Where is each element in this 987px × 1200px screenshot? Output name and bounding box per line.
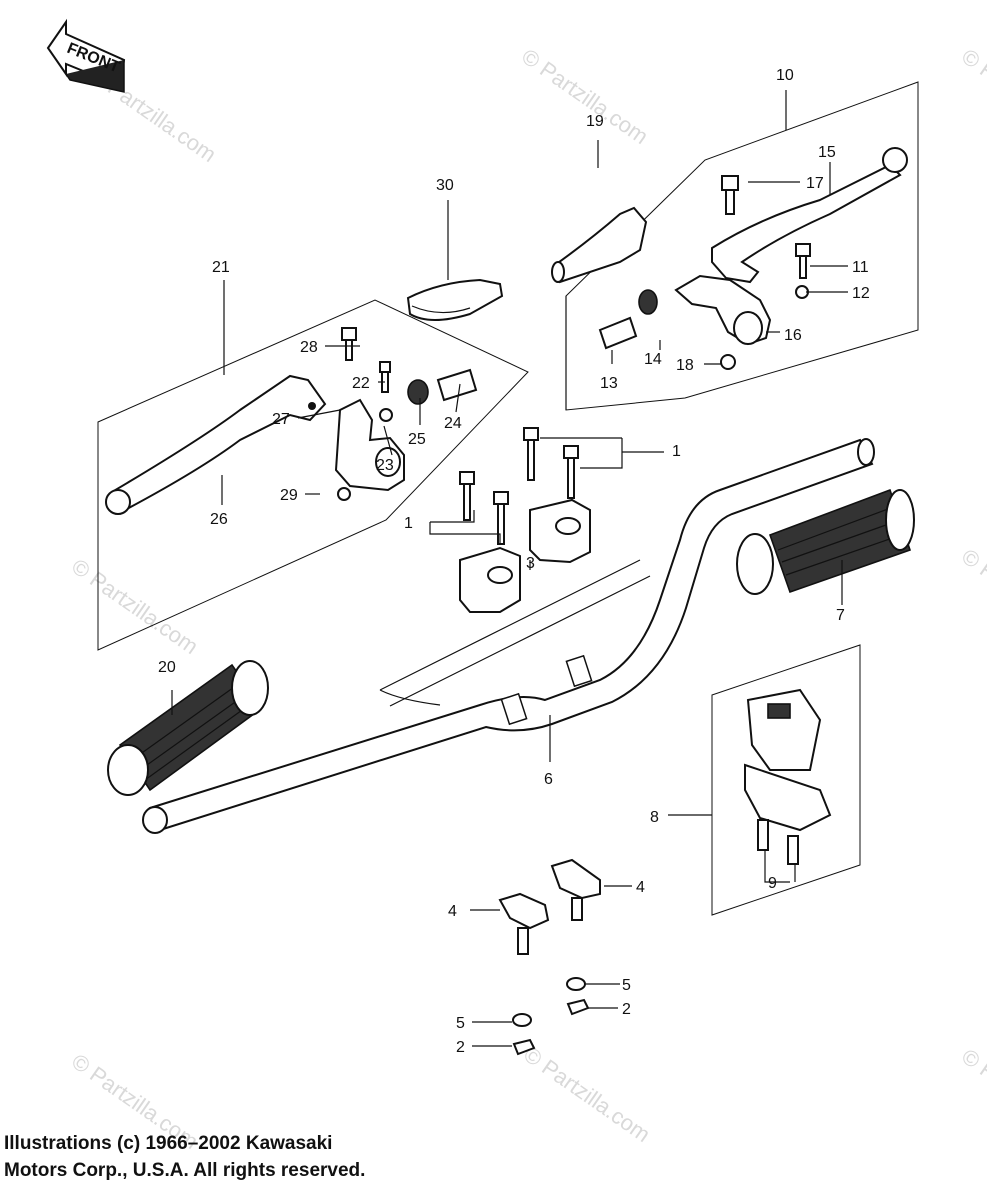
callout-29: 29 bbox=[280, 487, 298, 504]
watermark: © Partzilla.com bbox=[519, 1042, 655, 1148]
handlebar bbox=[142, 438, 875, 834]
callout-18: 18 bbox=[676, 357, 694, 374]
callout-11: 11 bbox=[852, 259, 869, 276]
callout-17: 17 bbox=[806, 175, 824, 192]
clamp-bolts bbox=[459, 427, 579, 545]
left-lever-holder bbox=[334, 327, 478, 501]
callout-1a: 1 bbox=[404, 515, 413, 532]
copyright-line-2: Motors Corp., U.S.A. All rights reserved… bbox=[4, 1160, 366, 1181]
callout-28: 28 bbox=[300, 339, 318, 356]
callout-12: 12 bbox=[852, 285, 870, 302]
front-arrow-icon: FRONT bbox=[46, 18, 126, 93]
callout-9: 9 bbox=[768, 875, 777, 892]
callout-16: 16 bbox=[784, 327, 802, 344]
callout-7: 7 bbox=[836, 607, 845, 624]
callout-24: 24 bbox=[444, 415, 462, 432]
watermarks: © Partzilla.com © Partzilla.com © Partzi… bbox=[67, 44, 987, 1155]
left-lever-cover bbox=[406, 278, 504, 321]
watermark: © Partzilla.com bbox=[957, 1044, 987, 1150]
callout-8: 8 bbox=[650, 809, 659, 826]
callout-19: 19 bbox=[586, 113, 604, 130]
right-grip bbox=[736, 488, 915, 595]
copyright-notice: Illustrations (c) 1966–2002 Kawasaki Mot… bbox=[4, 1130, 365, 1184]
callout-14: 14 bbox=[644, 351, 662, 368]
mounting-brackets bbox=[498, 858, 601, 1056]
callout-20: 20 bbox=[158, 659, 176, 676]
callout-21: 21 bbox=[212, 259, 230, 276]
switch-housing bbox=[744, 688, 832, 865]
callout-27: 27 bbox=[272, 411, 290, 428]
callout-4b: 4 bbox=[636, 879, 645, 896]
callout-23: 23 bbox=[376, 457, 394, 474]
callout-5b: 5 bbox=[622, 977, 631, 994]
watermark: © Partzilla.com bbox=[957, 44, 987, 150]
copyright-line-1: Illustrations (c) 1966–2002 Kawasaki bbox=[4, 1133, 333, 1154]
right-lever-cover bbox=[551, 206, 648, 284]
callout-30: 30 bbox=[436, 177, 454, 194]
left-lever bbox=[105, 374, 327, 515]
left-grip bbox=[107, 660, 269, 796]
left-lever-group-outline bbox=[97, 299, 529, 651]
watermark: © Partzilla.com bbox=[517, 44, 653, 150]
callout-15: 15 bbox=[818, 144, 836, 161]
handlebar-clamps bbox=[459, 498, 591, 613]
callout-3: 3 bbox=[526, 555, 535, 572]
right-lever-holder bbox=[598, 175, 811, 370]
callout-6: 6 bbox=[544, 771, 553, 788]
callout-26: 26 bbox=[210, 511, 228, 528]
watermark: © Partzilla.com bbox=[957, 544, 987, 650]
callout-2b: 2 bbox=[622, 1001, 631, 1018]
callout-4a: 4 bbox=[448, 903, 457, 920]
switch-group-outline bbox=[711, 644, 861, 916]
callout-10: 10 bbox=[776, 67, 794, 84]
callout-1b: 1 bbox=[672, 443, 681, 460]
callout-25: 25 bbox=[408, 431, 426, 448]
callout-13: 13 bbox=[600, 375, 618, 392]
callout-22: 22 bbox=[352, 375, 370, 392]
watermark: © Partzilla.com bbox=[67, 554, 203, 660]
leader-lines bbox=[171, 90, 848, 1047]
callout-numbers: 10 19 15 17 30 21 11 12 16 28 14 18 13 2… bbox=[158, 67, 870, 1056]
callout-5a: 5 bbox=[456, 1015, 465, 1032]
right-lever bbox=[711, 147, 908, 284]
callout-2a: 2 bbox=[456, 1039, 465, 1056]
